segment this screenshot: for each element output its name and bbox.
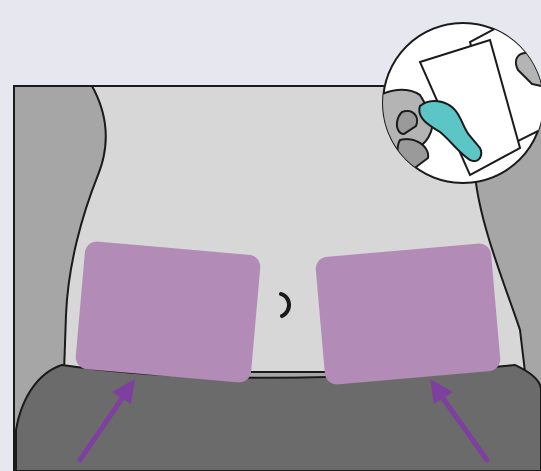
left-patch [75, 241, 261, 383]
right-patch [315, 243, 501, 385]
waistband [15, 363, 541, 471]
left-arrow-icon [77, 379, 135, 463]
navel-icon [279, 292, 291, 318]
right-arrow-icon [430, 379, 490, 463]
applicator-icon [418, 100, 483, 162]
